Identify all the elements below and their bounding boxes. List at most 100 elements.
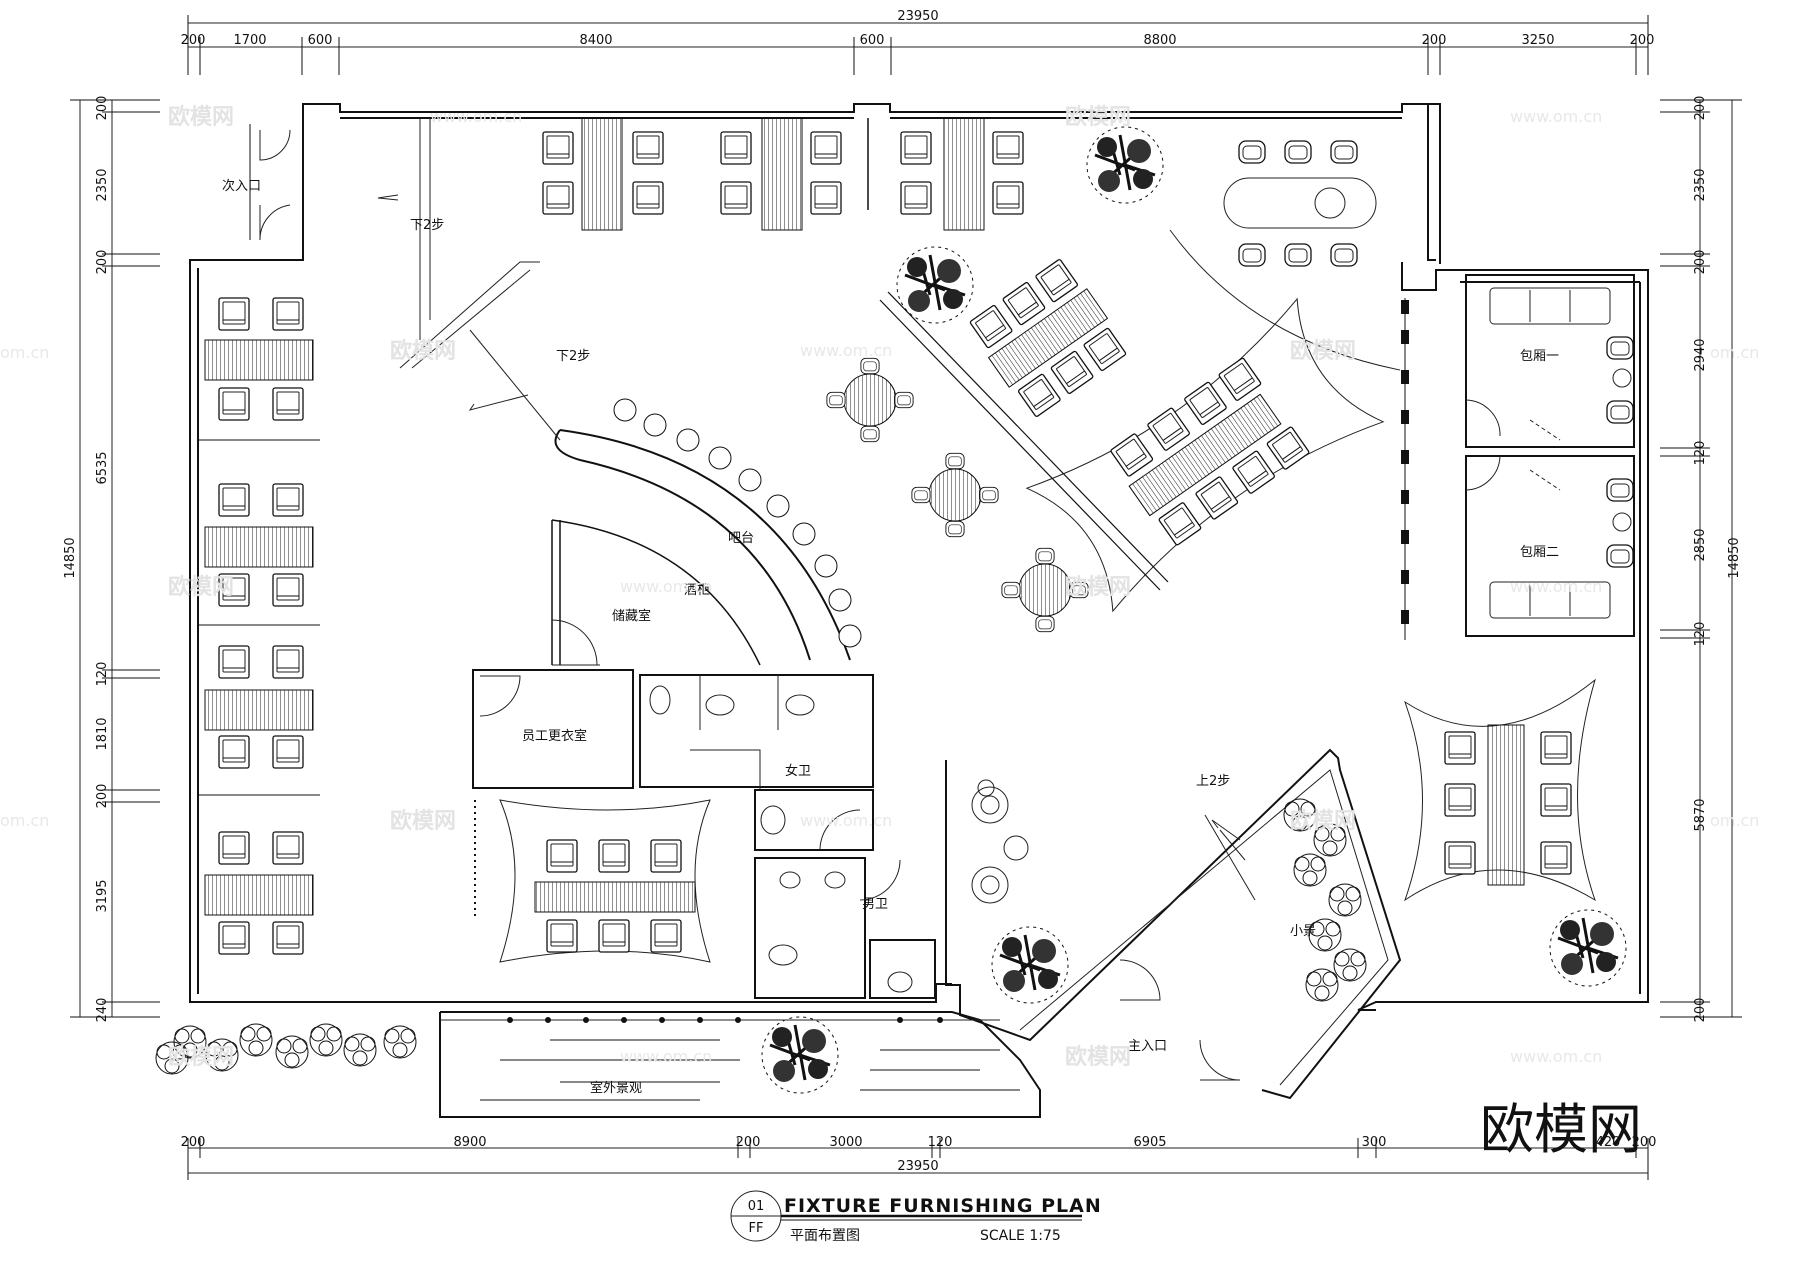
bottom-dim-8: 420 bbox=[1596, 1135, 1621, 1150]
bottom-dim-6: 6905 bbox=[1133, 1135, 1166, 1150]
watermark-brand-7: 欧模网 bbox=[390, 808, 456, 834]
private-room-2-label: 包厢二 bbox=[1520, 545, 1559, 560]
tree-top-right bbox=[1085, 125, 1165, 205]
title-number: 01 bbox=[748, 1199, 765, 1214]
watermark-brand-8: 欧模网 bbox=[1290, 808, 1356, 834]
top-dim-9: 200 bbox=[1630, 33, 1655, 48]
left-total-dimension: 14850 bbox=[63, 537, 78, 578]
watermark-url-3: om.cn bbox=[0, 343, 49, 362]
tree-center bbox=[895, 245, 975, 325]
bottom-dim-9: 200 bbox=[1632, 1135, 1657, 1150]
watermark-url-2: www.om.cn bbox=[1510, 107, 1602, 126]
bottom-dimension-chain bbox=[187, 1138, 1649, 1180]
left-dining-set-2 bbox=[204, 483, 314, 607]
left-dim-3: 200 bbox=[95, 250, 110, 275]
service-rooms bbox=[472, 669, 936, 999]
left-dining-set-1 bbox=[204, 297, 314, 421]
watermark-url-11: www.om.cn bbox=[620, 1047, 712, 1066]
watermarks: 欧模网 www.om.cn 欧模网 www.om.cn om.cn 欧模网 ww… bbox=[0, 104, 1759, 1070]
outdoor-landscape-area bbox=[439, 1011, 1041, 1118]
right-glass-divider bbox=[1401, 298, 1409, 640]
private-room-1-label: 包厢一 bbox=[1520, 349, 1559, 364]
left-dim-7: 200 bbox=[95, 784, 110, 809]
top-dim-3: 600 bbox=[308, 33, 333, 48]
left-partitions bbox=[198, 439, 320, 796]
top-dining-set-3 bbox=[900, 117, 1024, 231]
bottom-dim-7: 300 bbox=[1362, 1135, 1387, 1150]
staff-locker-label: 员工更衣室 bbox=[522, 728, 587, 744]
step-up-label: 上2步 bbox=[1196, 774, 1230, 789]
top-dim-6: 8800 bbox=[1143, 33, 1176, 48]
right-dim-1: 200 bbox=[1693, 96, 1708, 121]
right-dimension-chain bbox=[1660, 99, 1742, 1018]
bottom-dim-3: 200 bbox=[736, 1135, 761, 1150]
private-room-1 bbox=[1465, 274, 1635, 448]
left-dining-set-3 bbox=[204, 645, 314, 769]
top-dim-7: 200 bbox=[1422, 33, 1447, 48]
right-total-dimension: 14850 bbox=[1727, 537, 1742, 578]
secondary-entrance-label: 次入口 bbox=[222, 178, 261, 194]
top-dim-4: 8400 bbox=[579, 33, 612, 48]
left-dim-9: 240 bbox=[95, 998, 110, 1023]
watermark-brand-9: 欧模网 bbox=[168, 1044, 234, 1070]
right-dim-7: 120 bbox=[1693, 622, 1708, 647]
main-entrance-area bbox=[945, 748, 1402, 1100]
watermark-brand-1: 欧模网 bbox=[168, 104, 234, 130]
bar-counter bbox=[551, 398, 862, 666]
left-dim-4: 6535 bbox=[95, 451, 110, 484]
decor-plants-center bbox=[971, 779, 1029, 904]
top-total-dimension: 23950 bbox=[897, 9, 938, 24]
top-dim-2: 1700 bbox=[233, 33, 266, 48]
top-dim-8: 3250 bbox=[1521, 33, 1554, 48]
meeting-table-set bbox=[1169, 140, 1401, 371]
exterior-walls bbox=[189, 103, 1649, 1011]
watermark-brand-3: 欧模网 bbox=[390, 338, 456, 364]
round-table-1 bbox=[827, 358, 913, 441]
tree-right-bottom bbox=[1548, 908, 1628, 988]
top-dim-5: 600 bbox=[860, 33, 885, 48]
title-chinese: 平面布置图 bbox=[790, 1228, 860, 1244]
left-dim-5: 120 bbox=[95, 662, 110, 687]
title-english: FIXTURE FURNISHING PLAN bbox=[784, 1195, 1102, 1217]
top-dining-set-2 bbox=[720, 117, 842, 231]
top-dim-1: 200 bbox=[181, 33, 206, 48]
top-dining-set-1 bbox=[542, 117, 664, 231]
left-dim-2: 2350 bbox=[95, 168, 110, 201]
main-entrance-label: 主入口 bbox=[1128, 1039, 1167, 1054]
right-dim-8: 5870 bbox=[1693, 798, 1708, 831]
left-dimension-chain bbox=[70, 99, 160, 1018]
right-dim-2: 2350 bbox=[1693, 168, 1708, 201]
watermark-brand-4: 欧模网 bbox=[1290, 338, 1356, 364]
entry-step-lines bbox=[377, 118, 561, 441]
right-dim-4: 2940 bbox=[1693, 338, 1708, 371]
watermark-url-9: www.om.cn bbox=[800, 811, 892, 830]
right-dim-6: 2850 bbox=[1693, 528, 1708, 561]
storage-label: 储藏室 bbox=[612, 608, 651, 624]
watermark-brand-6: 欧模网 bbox=[1065, 574, 1131, 600]
watermark-url-12: www.om.cn bbox=[1510, 1047, 1602, 1066]
canopy-dining-set bbox=[1025, 297, 1385, 613]
top-dimension-chain bbox=[187, 15, 1649, 75]
brand-logo-text: 欧模网 bbox=[1480, 1098, 1642, 1161]
bottom-dim-5: 120 bbox=[928, 1135, 953, 1150]
watermark-url-7: www.om.cn bbox=[1510, 577, 1602, 596]
bottom-dim-2: 8900 bbox=[453, 1135, 486, 1150]
title-block bbox=[730, 1190, 1082, 1242]
watermark-url-4: www.om.cn bbox=[800, 341, 892, 360]
watermark-url-5: om.cn bbox=[1710, 343, 1759, 362]
bottom-total-dimension: 23950 bbox=[897, 1159, 938, 1174]
small-landscape-label: 小景 bbox=[1290, 924, 1316, 939]
watermark-url-8: om.cn bbox=[0, 811, 49, 830]
step-down-label-top: 下2步 bbox=[410, 218, 444, 233]
bar-counter-label: 吧台 bbox=[728, 531, 754, 546]
left-dim-6: 1810 bbox=[95, 717, 110, 750]
watermark-url-6: www.om.cn bbox=[620, 577, 712, 596]
right-canopy-dining-set bbox=[1404, 678, 1596, 902]
title-scale: SCALE 1:75 bbox=[980, 1228, 1061, 1244]
wine-cabinet-label: 酒柜 bbox=[684, 583, 710, 598]
right-dim-3: 200 bbox=[1693, 250, 1708, 275]
lower-canopy-dining-set bbox=[474, 799, 711, 963]
title-code: FF bbox=[749, 1221, 764, 1236]
outdoor-landscape-label: 室外景观 bbox=[590, 1080, 642, 1096]
